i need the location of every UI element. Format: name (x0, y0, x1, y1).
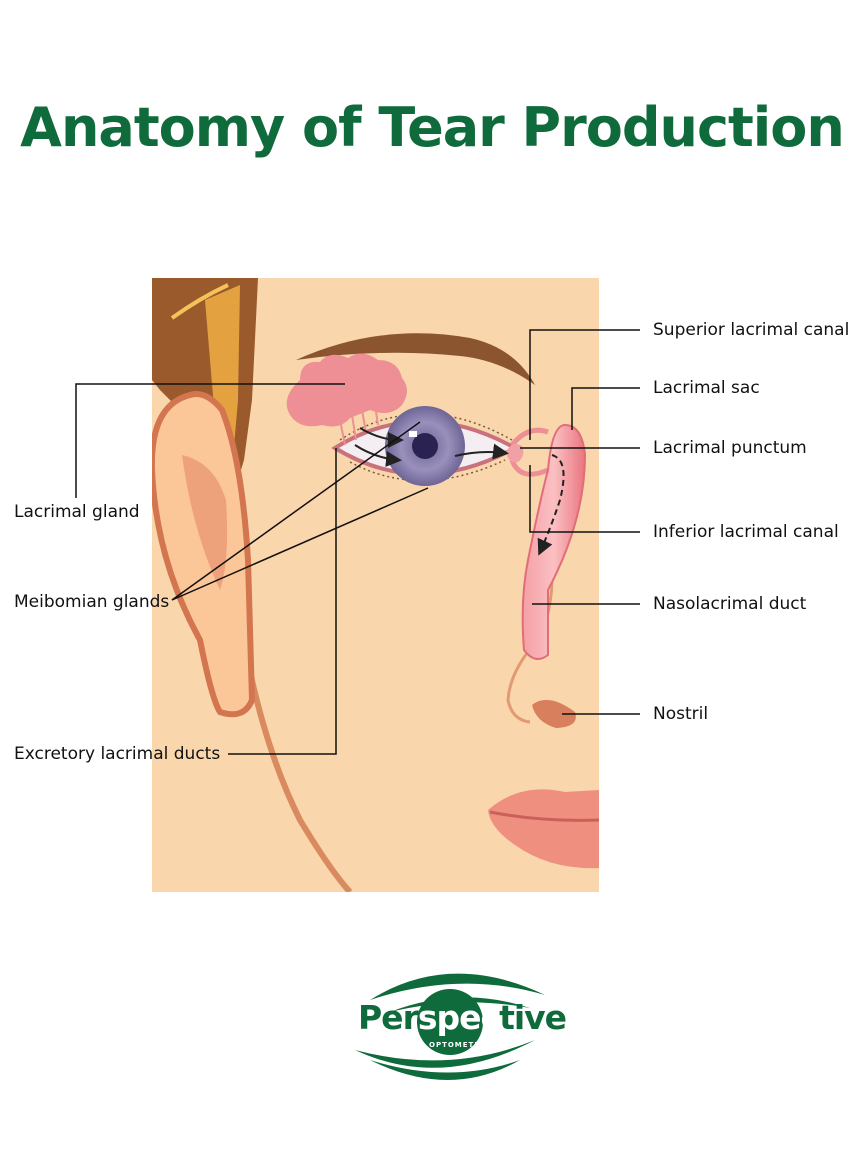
label-nasolacrimal-duct: Nasolacrimal duct (653, 594, 807, 614)
lacrimal-punctum-shape (506, 444, 524, 463)
logo-word-end: tive (499, 998, 567, 1037)
drainage-flow-arrow (537, 454, 565, 556)
label-meibomian-glands: Meibomian glands (14, 592, 170, 612)
pupil (412, 433, 438, 459)
lacrimal-sac-and-duct (521, 423, 587, 660)
hair-strand (170, 283, 229, 320)
logo-wordmark: Perspective (358, 998, 567, 1037)
leader-excretory-lacrimal-ducts (228, 448, 337, 755)
logo-word-mid: spec (417, 998, 500, 1037)
perspective-optometry-logo: Perspective OPTOMETRY (350, 960, 567, 1085)
leader-lacrimal-sac (571, 387, 640, 430)
label-lacrimal-gland: Lacrimal gland (14, 502, 140, 522)
leader-meibomian-glands-lower (171, 487, 429, 601)
tear-flow-arrow-3 (454, 443, 509, 460)
leader-lacrimal-gland (75, 383, 345, 498)
leader-meibomian-glands-upper (171, 421, 421, 601)
lacrimal-canals (509, 427, 549, 477)
leader-superior-lacrimal-canal (529, 329, 640, 440)
label-nostril: Nostril (653, 704, 709, 724)
lips (488, 789, 599, 869)
tear-flow-arrow-2 (354, 444, 402, 467)
logo-swooshes (355, 973, 545, 1080)
leader-inferior-lacrimal-canal (529, 465, 640, 533)
label-superior-lacrimal-canal: Superior lacrimal canal (653, 320, 850, 340)
lip-line (489, 810, 599, 822)
label-lacrimal-sac: Lacrimal sac (653, 378, 760, 398)
page-title: Anatomy of Tear Production (20, 96, 845, 159)
eye-glint (409, 431, 417, 437)
eyebrow (296, 333, 535, 385)
label-excretory-lacrimal-ducts: Excretory lacrimal ducts (14, 744, 221, 764)
nostril-shape (532, 699, 576, 728)
logo-word-start: Per (358, 998, 419, 1037)
tear-flow-arrow-1 (359, 427, 404, 448)
excretory-duct-strands (339, 404, 379, 446)
label-inferior-lacrimal-canal: Inferior lacrimal canal (653, 522, 839, 542)
ear (152, 391, 256, 718)
hair-highlight (205, 285, 240, 470)
lacrimal-gland-shape (286, 353, 407, 427)
label-lacrimal-punctum: Lacrimal punctum (653, 438, 807, 458)
ear-inner (182, 455, 228, 590)
logo-subtitle: OPTOMETRY (429, 1041, 487, 1049)
